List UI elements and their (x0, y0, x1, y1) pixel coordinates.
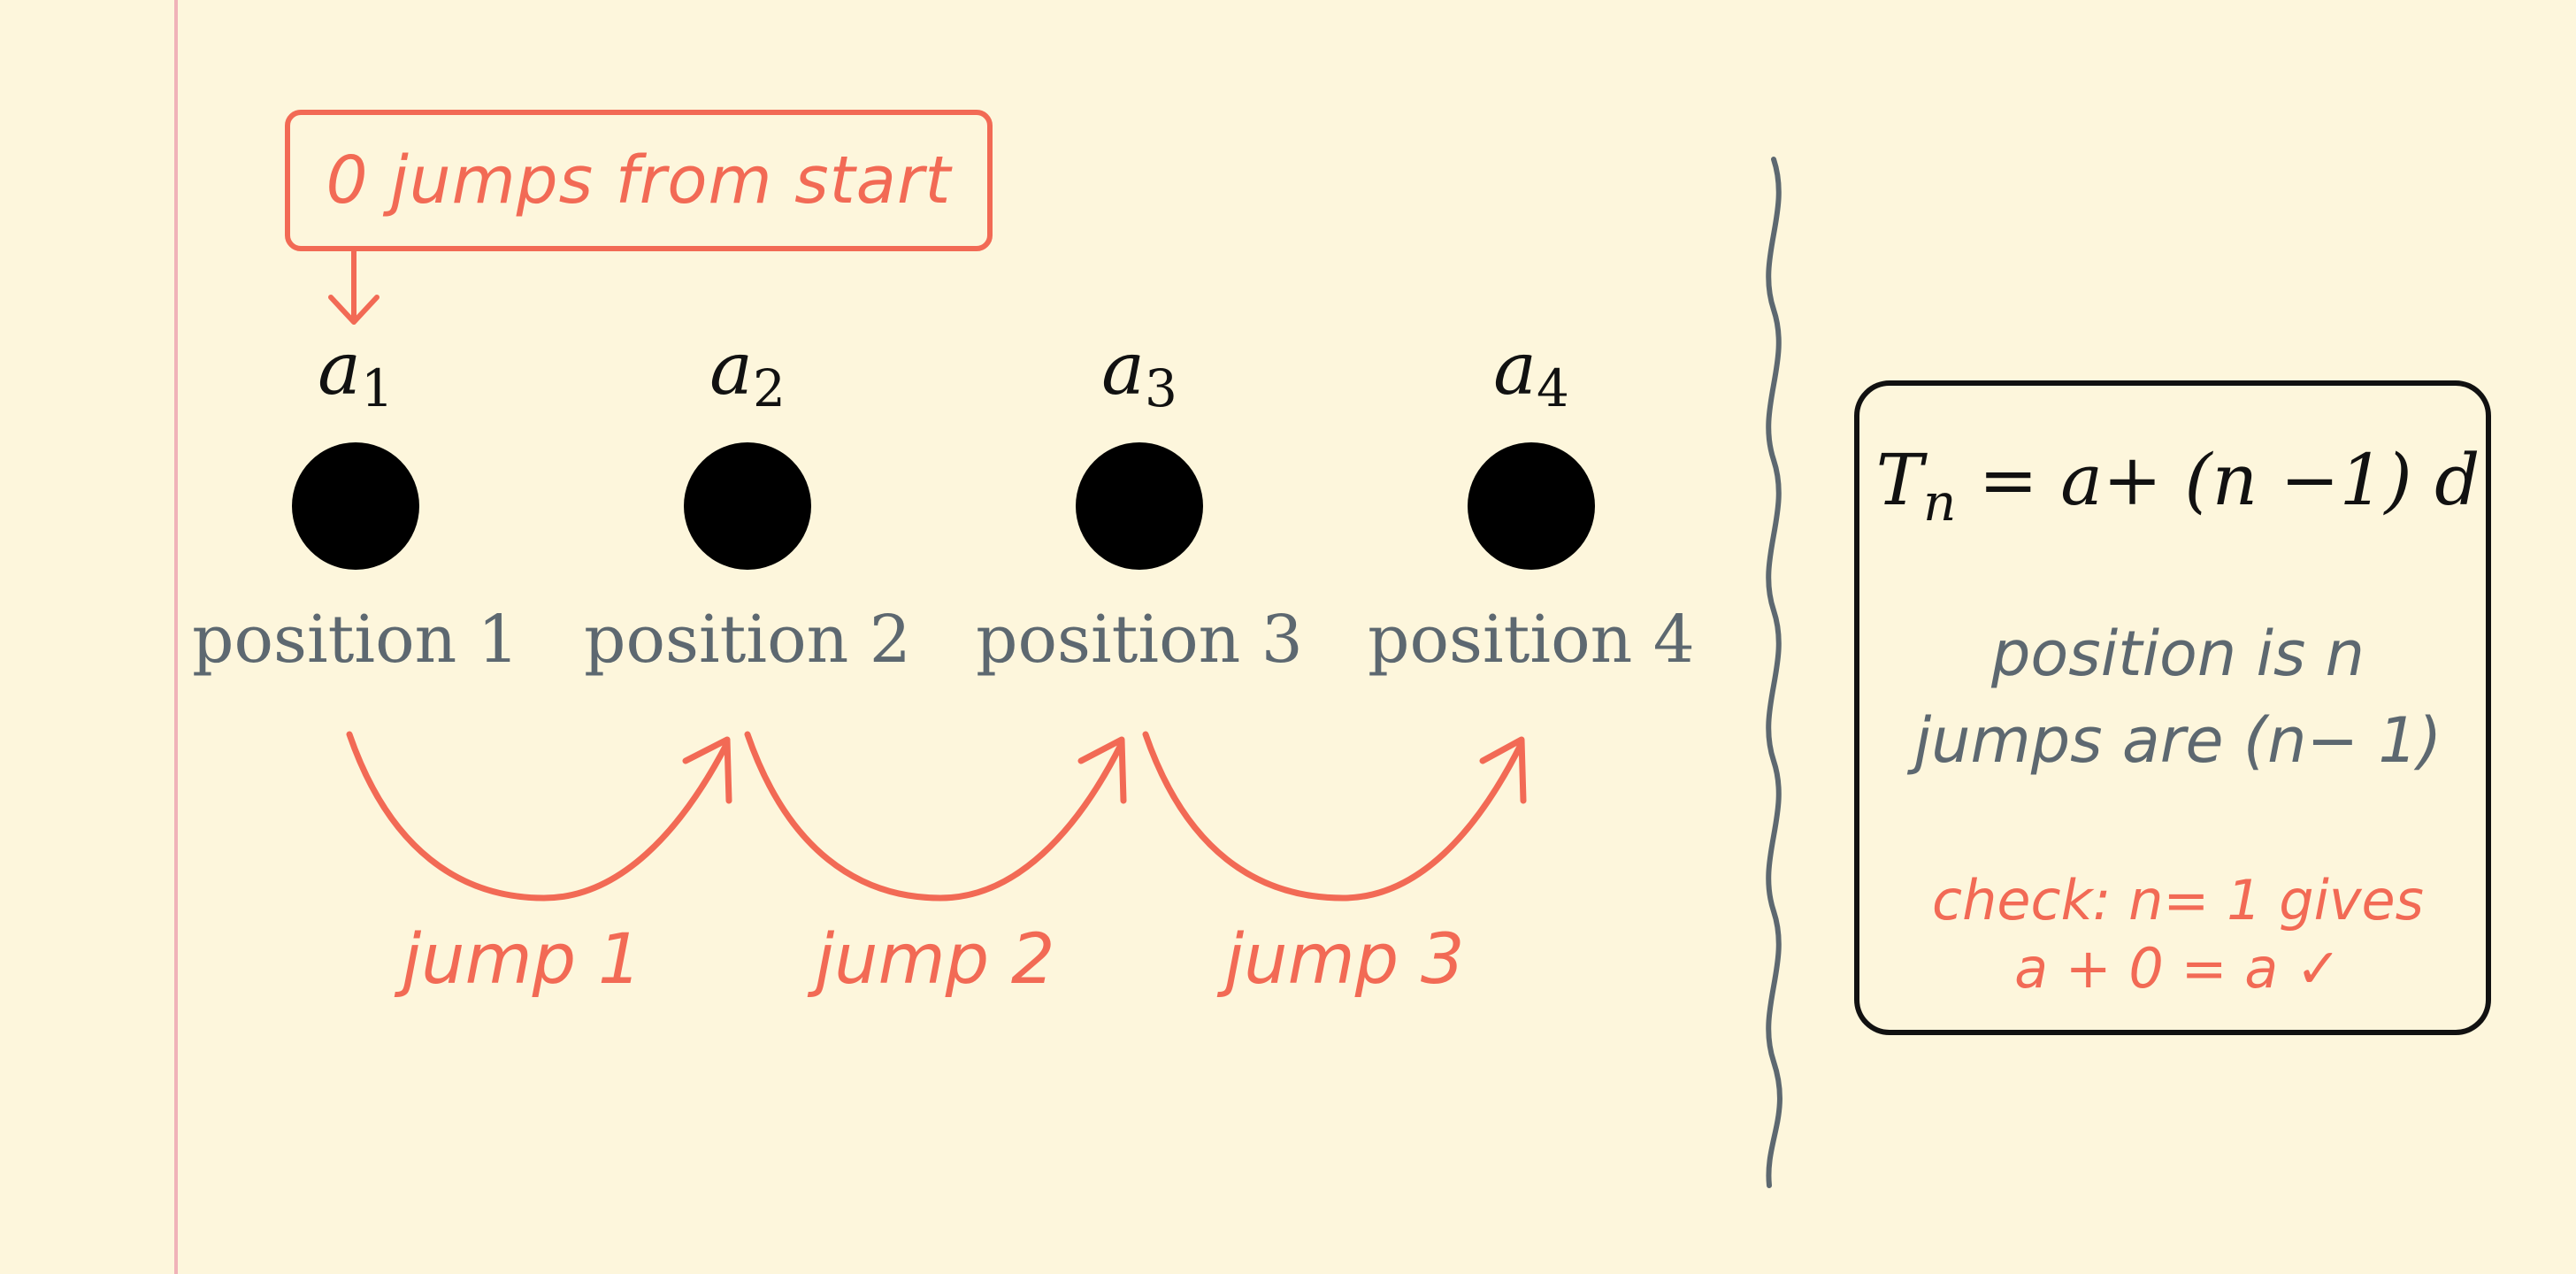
position-symbol-3: a3 (1101, 327, 1177, 418)
jump-label-1: jump 1 (402, 920, 642, 1000)
position-symbol-2: a2 (709, 327, 786, 418)
jump-label-3: jump 3 (1224, 920, 1465, 1000)
position-dot-4 (1468, 442, 1595, 570)
note-position: position is n (1990, 618, 2365, 690)
general-term-formula: Tn = a+ (n −1) d (1875, 439, 2480, 533)
position-label-4: position 4 (1368, 602, 1695, 678)
position-dot-2 (684, 442, 811, 570)
jump-arrow-2 (744, 731, 1127, 902)
position-symbol-1: a1 (318, 327, 394, 418)
jump-label-2: jump 2 (815, 920, 1055, 1000)
check-line-2: a + 0 = a ✓ (2014, 936, 2342, 1001)
jump-arrow-3 (1142, 731, 1527, 902)
position-label-3: position 3 (976, 602, 1303, 678)
check-line-1: check: n= 1 gives (1932, 868, 2424, 932)
position-label-1: position 1 (192, 602, 519, 678)
formula-box: Tn = a+ (n −1) d position is n jumps are… (1854, 380, 2491, 1035)
start-callout-text: 0 jumps from start (326, 142, 952, 219)
callout-arrow (328, 249, 380, 325)
position-symbol-4: a4 (1493, 327, 1569, 418)
start-callout: 0 jumps from start (285, 110, 993, 251)
wavy-divider (1766, 157, 1782, 1188)
position-label-2: position 2 (584, 602, 911, 678)
jump-arrow-1 (346, 731, 732, 902)
notebook-margin-line (174, 0, 178, 1274)
note-jumps: jumps are (n− 1) (1913, 704, 2442, 777)
position-dot-3 (1076, 442, 1203, 570)
position-dot-1 (292, 442, 419, 570)
